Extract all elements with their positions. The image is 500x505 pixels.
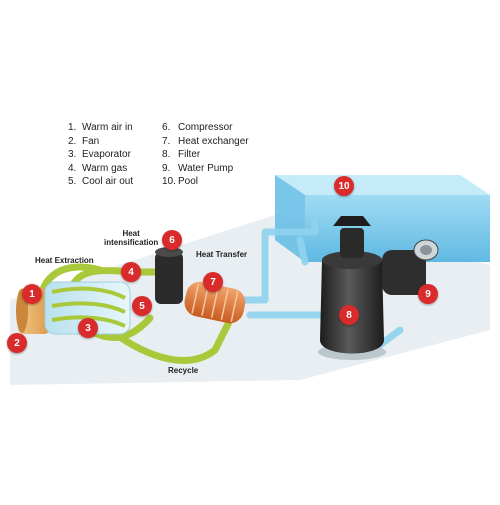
legend-number: 1.	[68, 122, 77, 133]
legend-number: 3.	[68, 149, 77, 160]
legend-item: 1. Warm air in	[68, 121, 133, 135]
badge-3: 3	[78, 318, 98, 338]
label-recycle: Recycle	[168, 366, 199, 375]
heat-exchanger-graphic	[184, 281, 246, 324]
legend-item: 6. Compressor	[162, 121, 249, 135]
legend-item: 8. Filter	[162, 148, 249, 162]
legend-number: 8.	[162, 149, 171, 160]
badge-4: 4	[121, 262, 141, 282]
badge-5: 5	[132, 296, 152, 316]
legend-text: Compressor	[178, 122, 233, 133]
legend-text: Warm air in	[82, 122, 133, 133]
legend-text: Pool	[178, 176, 199, 187]
legend-item: 10.Pool	[162, 175, 249, 189]
label-heat-transfer: Heat Transfer	[196, 250, 248, 259]
legend-number: 7.	[162, 135, 171, 147]
legend-text: Warm gas	[82, 162, 128, 174]
badge-9: 9	[418, 284, 438, 304]
legend-item: 3. Evaporator	[68, 148, 133, 162]
legend-text: Evaporator	[82, 149, 131, 160]
filter-graphic	[318, 216, 386, 360]
label-heat-intensification-line1: Heat	[122, 229, 140, 238]
legend-text: Cool air out	[82, 176, 134, 187]
label-heat-intensification: Heat intensification	[104, 229, 158, 247]
legend-item: 2. Fan	[68, 135, 133, 149]
compressor-graphic	[155, 247, 183, 304]
legend-text: Fan	[82, 135, 100, 147]
legend-number: 10.	[162, 176, 176, 187]
legend-number: 4.	[68, 162, 77, 174]
legend-item: 7. Heat exchanger	[162, 135, 249, 149]
badge-10: 10	[334, 176, 354, 196]
legend-left: 1. Warm air in 2. Fan 3. Evaporator 4. Warm …	[68, 121, 133, 189]
label-heat-extraction: Heat Extraction	[35, 256, 94, 265]
legend-right: 6. Compressor 7. Heat exchanger 8. Filter 9…	[162, 121, 249, 189]
legend-text: Heat exchanger	[178, 135, 249, 147]
label-heat-intensification-line2: intensification	[104, 238, 159, 247]
legend-number: 9.	[162, 162, 171, 174]
legend-item: 4. Warm gas	[68, 162, 133, 176]
badge-1: 1	[22, 284, 42, 304]
water-pump-graphic	[382, 239, 439, 295]
badge-8: 8	[339, 305, 359, 325]
legend-item: 9. Water Pump	[162, 162, 249, 176]
pool-graphic	[275, 175, 490, 262]
badge-7: 7	[203, 272, 223, 292]
legend-text: Water Pump	[178, 162, 234, 174]
legend-text: Filter	[178, 149, 201, 160]
badge-6: 6	[162, 230, 182, 250]
badge-2: 2	[7, 333, 27, 353]
legend-number: 6.	[162, 122, 171, 133]
evaporator-graphic	[44, 281, 131, 335]
legend-number: 2.	[68, 135, 77, 147]
legend-item: 5. Cool air out	[68, 175, 133, 189]
legend-number: 5.	[68, 176, 77, 187]
